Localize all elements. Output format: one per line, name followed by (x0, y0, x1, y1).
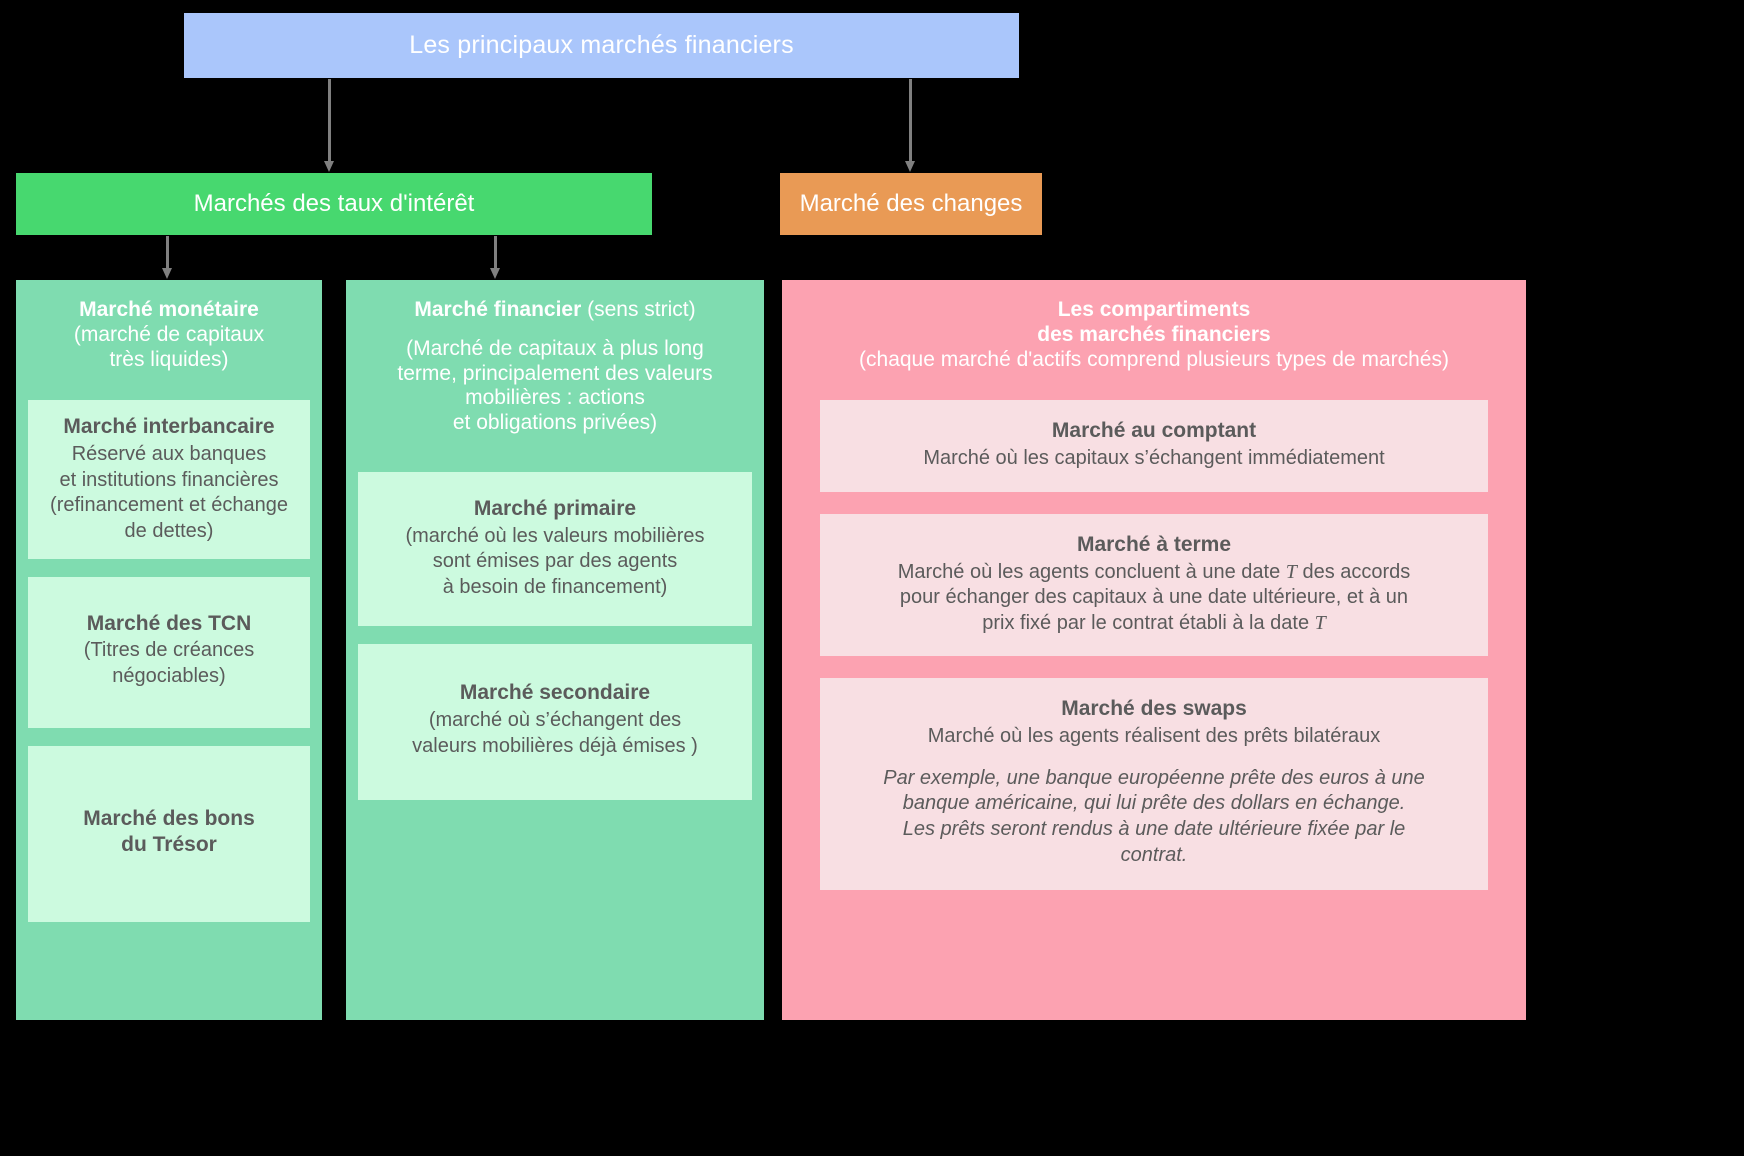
column-les-compartiments-title: Les compartiments des marchés financiers… (782, 280, 1526, 378)
column-les-compartiments: Les compartiments des marchés financiers… (782, 280, 1526, 1020)
card-marche-des-tcn-title: Marché des TCN (86, 611, 252, 635)
card-marche-des-bons-du-tresor-title: Marché des bons du Trésor (83, 806, 255, 857)
card-marche-des-swaps-title: Marché des swaps (1061, 697, 1247, 721)
card-marche-des-bons-du-tresor: Marché des bons du Trésor (28, 745, 310, 923)
node-marche-des-changes-label: Marché des changes (799, 190, 1023, 217)
column-les-compartiments-title-bold: Les compartiments des marchés financiers (1037, 298, 1271, 346)
marche-a-terme-var-T-1: T (1285, 560, 1297, 583)
column-marche-financier-title-bold: Marché financier (414, 298, 582, 321)
column-marche-financier-title-normal: (sens strict) (581, 298, 696, 321)
column-les-compartiments-title-sub: (chaque marché d'actifs comprend plusieu… (859, 347, 1449, 371)
node-marche-des-changes: Marché des changes (780, 173, 1042, 235)
card-marche-des-tcn: Marché des TCN (Titres de créances négoc… (28, 576, 310, 728)
card-marche-secondaire-title: Marché secondaire (459, 681, 651, 705)
card-marche-interbancaire-body: Réservé aux banques et institutions fina… (50, 443, 288, 542)
column-marche-monetaire: Marché monétaire (marché de capitaux trè… (16, 280, 322, 1020)
column-marche-financier: Marché financier (sens strict) (Marché d… (346, 280, 764, 1020)
card-marche-des-swaps: Marché des swaps Marché où les agents ré… (820, 678, 1488, 891)
column-marche-monetaire-title: Marché monétaire (marché de capitaux trè… (16, 280, 322, 378)
card-marche-secondaire: Marché secondaire (marché où s’échangent… (358, 644, 752, 800)
column-marche-financier-title-sub: (Marché de capitaux à plus long terme, p… (397, 336, 713, 435)
card-marche-a-terme-title: Marché à terme (1076, 532, 1232, 556)
title-spacer (356, 323, 754, 337)
root-node-label: Les principaux marchés financiers (409, 31, 794, 59)
card-marche-secondaire-body: (marché où s’échangent des valeurs mobil… (412, 709, 698, 757)
marche-a-terme-var-T-2: T (1314, 611, 1326, 634)
card-marche-primaire-title: Marché primaire (473, 496, 637, 520)
card-marche-primaire-body: (marché où les valeurs mobilières sont é… (405, 524, 705, 598)
node-marches-des-taux-interet: Marchés des taux d'intérêt (16, 173, 652, 235)
card-marche-primaire: Marché primaire (marché où les valeurs m… (358, 471, 752, 627)
card-marche-a-terme-body: Marché où les agents concluent à une dat… (828, 560, 1480, 637)
card-marche-interbancaire: Marché interbancaire Réservé aux banques… (28, 400, 310, 559)
card-marche-au-comptant-title: Marché au comptant (1051, 419, 1257, 443)
card-marche-des-swaps-note: Par exemple, une banque européenne prête… (883, 766, 1425, 866)
card-marche-au-comptant: Marché au comptant Marché où les capitau… (820, 400, 1488, 492)
card-marche-au-comptant-body: Marché où les capitaux s’échangent imméd… (923, 447, 1385, 470)
card-marche-des-swaps-body: Marché où les agents réalisent des prêts… (927, 725, 1381, 748)
card-marche-des-tcn-body: (Titres de créances négociables) (83, 639, 255, 688)
marche-a-terme-text-1: Marché où les agents concluent à une dat… (897, 560, 1286, 583)
column-marche-monetaire-title-bold: Marché monétaire (79, 298, 259, 321)
node-marches-des-taux-interet-label: Marchés des taux d'intérêt (193, 190, 475, 217)
column-marche-monetaire-title-sub: (marché de capitaux très liquides) (73, 322, 265, 371)
column-marche-financier-title: Marché financier (sens strict) (Marché d… (346, 280, 764, 442)
marche-a-terme-text-2: des accords pour échanger des capitaux à… (899, 560, 1411, 634)
root-node-principaux-marches-financiers: Les principaux marchés financiers (184, 13, 1019, 78)
card-marche-interbancaire-title: Marché interbancaire (63, 415, 275, 439)
swaps-spacer (828, 750, 1480, 766)
card-marche-a-terme: Marché à terme Marché où les agents conc… (820, 513, 1488, 657)
